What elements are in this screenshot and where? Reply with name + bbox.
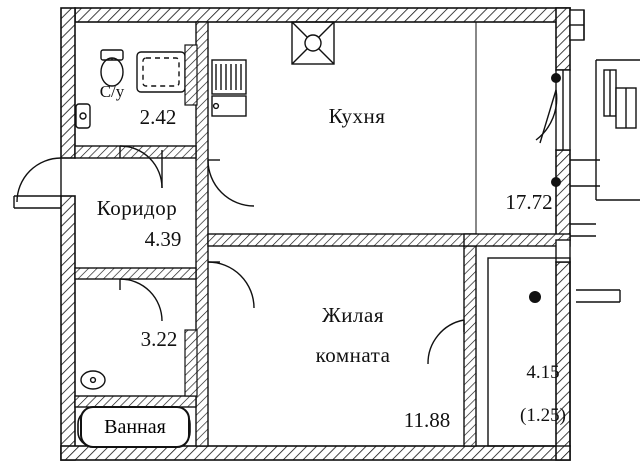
room-label-kitchen: Кухня [328,104,386,128]
room-area-living: 11.88 [403,408,451,432]
room-area-closet: 3.22 [140,327,178,351]
room-label-wc: С/у [99,82,125,101]
room-label-living-line1: Жилая [321,303,385,327]
room-label-living-line2: комната [315,343,391,367]
room-area-balcony-secondary: (1.25) [520,405,566,426]
room-label-bathroom-box: Ванная [80,406,190,448]
room-area-wc: 2.42 [139,105,177,129]
room-area-kitchen: 17.72 [505,190,553,214]
room-area-corridor: 4.39 [144,227,182,251]
room-area-balcony: 4.15 [526,362,560,383]
room-label-corridor: Коридор [96,196,178,220]
room-label-bathroom: Ванная [104,415,166,438]
